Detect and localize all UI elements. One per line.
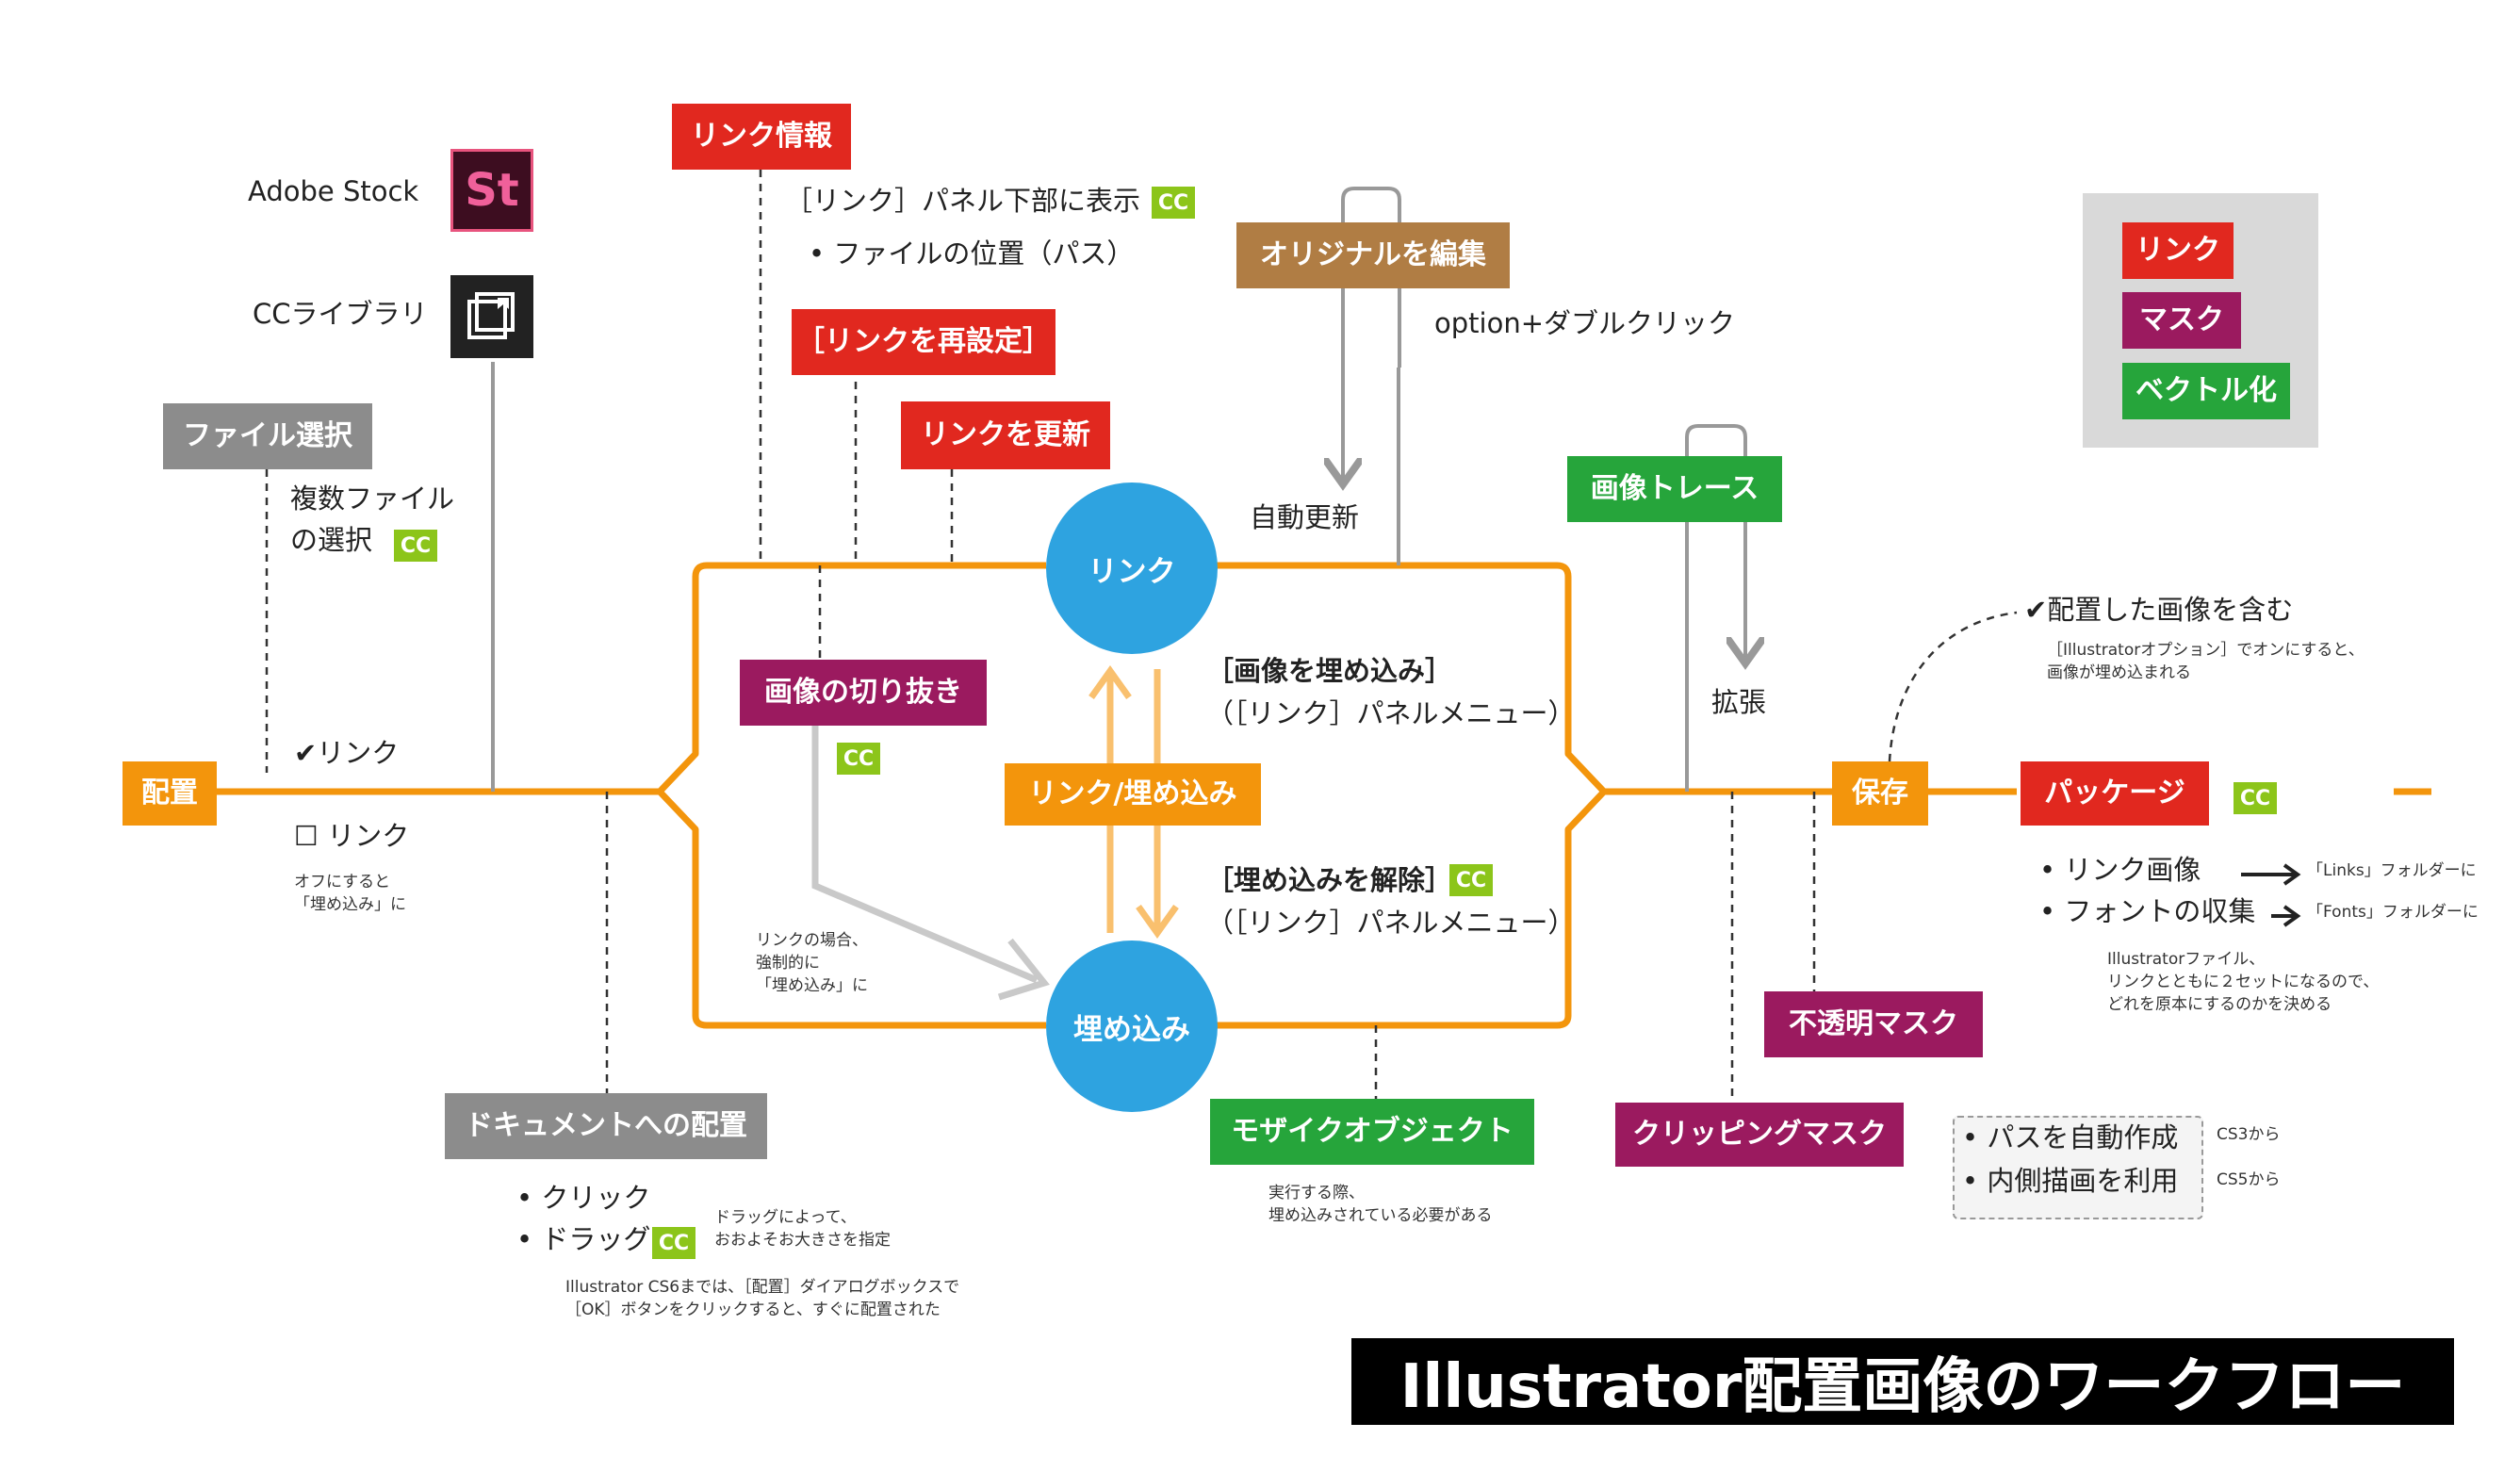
save-note-2: 画像が埋め込まれる (2047, 663, 2191, 682)
doc-place-box: ドキュメントへの配置 (445, 1093, 767, 1159)
relink-box: ［リンクを再設定］ (792, 309, 1055, 375)
unembed-text: ［埋め込みを解除］ （［リンク］パネルメニュー） (1206, 864, 1576, 939)
clipping-item-draw-inside: • 内側描画を利用 (1962, 1165, 2179, 1197)
clipping-item-auto-path: • パスを自動作成 (1962, 1121, 2179, 1153)
cc-badge-drag: CC (652, 1227, 695, 1259)
cc-badge-crop: CC (837, 743, 880, 775)
clipping-mask-box: クリッピングマスク (1615, 1103, 1904, 1167)
package-note-3: どれを原本にするのかを決める (2107, 995, 2332, 1014)
clipping-cs5-note: CS5から (2217, 1170, 2281, 1189)
link-info-line1: ［リンク］パネル下部に表示 (785, 185, 1141, 217)
cs6-note-1: Illustrator CS6までは、［配置］ダイアログボックスで (565, 1278, 960, 1297)
cc-badge-link-info: CC (1152, 187, 1195, 219)
adobe-stock-icon: St (450, 149, 533, 232)
legend-mask: マスク (2122, 292, 2241, 349)
trace-box: 画像トレース (1567, 456, 1782, 522)
cc-badge-package: CC (2234, 782, 2277, 814)
link-node: リンク (1046, 482, 1218, 654)
clipping-options-box (1953, 1116, 2203, 1219)
crop-note-1: リンクの場合、 (756, 931, 868, 950)
package-links-dest: 「Links」フォルダーに (2307, 861, 2477, 880)
place-box: 配置 (123, 761, 217, 826)
update-link-box: リンクを更新 (901, 401, 1110, 469)
multi-file-line1: 複数ファイル (290, 482, 455, 515)
link-info-line2: • ファイルの位置（パス） (809, 237, 1135, 270)
link-off-note-1: オフにすると (294, 873, 391, 891)
drag-note-2: おおよそお大きさを指定 (714, 1231, 891, 1250)
crop-box: 画像の切り抜き (740, 660, 987, 726)
cc-library-label: CCライブラリ (253, 298, 428, 330)
auto-update-label: 自動更新 (1250, 501, 1360, 533)
package-note-2: リンクとともに２セットになるので、 (2107, 973, 2380, 991)
clipping-cs3-note: CS3から (2217, 1125, 2281, 1144)
save-note-1: ［Illustratorオプション］でオンにすると、 (2047, 641, 2365, 660)
file-select-box: ファイル選択 (163, 403, 372, 469)
cc-library-icon (450, 275, 533, 358)
package-item-fonts: • フォントの収集 (2039, 895, 2256, 927)
link-info-box: リンク情報 (672, 104, 851, 170)
legend-link: リンク (2122, 222, 2234, 279)
link-embed-box: リンク/埋め込み (1005, 763, 1261, 826)
package-box: パッケージ (2021, 761, 2209, 826)
crop-note-2: 強制的に (756, 954, 820, 973)
package-note-1: Illustratorファイル、 (2107, 950, 2266, 969)
cs6-note-2: ［OK］ボタンをクリックすると、すぐに配置された (565, 1300, 941, 1319)
link-on-option: ✔リンク (294, 737, 400, 769)
package-fonts-dest: 「Fonts」フォルダーに (2307, 903, 2479, 922)
adobe-stock-label: Adobe Stock (248, 175, 419, 207)
save-option: ✔配置した画像を含む (2024, 594, 2294, 626)
drag-note-1: ドラッグによって、 (714, 1208, 857, 1227)
mosaic-note-1: 実行する際、 (1268, 1184, 1365, 1202)
edit-original-shortcut: option+ダブルクリック (1434, 307, 1736, 339)
mosaic-note-2: 埋め込みされている必要がある (1268, 1206, 1493, 1225)
crop-note-3: 「埋め込み」に (756, 976, 868, 995)
multi-file-line2: の選択 (290, 524, 373, 556)
cc-badge-multi-file: CC (394, 530, 437, 562)
opacity-mask-box: 不透明マスク (1764, 991, 1983, 1057)
legend-vector: ベクトル化 (2122, 363, 2290, 419)
doc-place-click: • クリック (516, 1182, 651, 1214)
embed-image-text: ［画像を埋め込み］ （［リンク］パネルメニュー） (1206, 655, 1576, 729)
page-title: Illustrator配置画像のワークフロー (1351, 1338, 2454, 1425)
package-item-links: • リンク画像 (2039, 854, 2201, 886)
doc-place-drag: • ドラッグ (516, 1223, 651, 1255)
link-off-note-2: 「埋め込み」に (294, 895, 406, 914)
expand-label: 拡張 (1711, 686, 1767, 718)
embed-node: 埋め込み (1046, 940, 1218, 1112)
edit-original-box: オリジナルを編集 (1236, 222, 1510, 288)
mosaic-box: モザイクオブジェクト (1210, 1099, 1534, 1165)
cc-badge-unembed: CC (1449, 864, 1493, 896)
link-off-option: ☐ リンク (294, 820, 410, 852)
save-box: 保存 (1832, 761, 1928, 826)
